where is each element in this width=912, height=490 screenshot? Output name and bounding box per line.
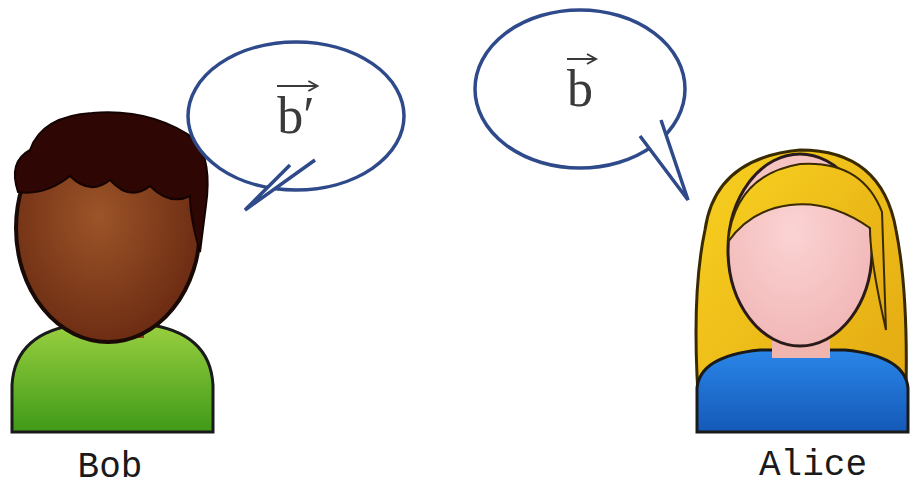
person-name: Bob [78, 450, 143, 486]
bubble-tail [245, 160, 315, 210]
speech-bubble: b [473, 8, 687, 170]
person-name: Alice [759, 448, 867, 484]
vector-arrow [565, 49, 601, 65]
speech-bubble: b′ [185, 40, 407, 192]
alice-bangs [728, 164, 886, 330]
alice-shirt [697, 350, 908, 432]
bubble-tail [640, 120, 688, 200]
vector-arrow [275, 76, 322, 92]
vector-symbol: b [567, 63, 593, 115]
vector-symbol: b′ [277, 90, 314, 142]
bob-hair [15, 112, 208, 252]
